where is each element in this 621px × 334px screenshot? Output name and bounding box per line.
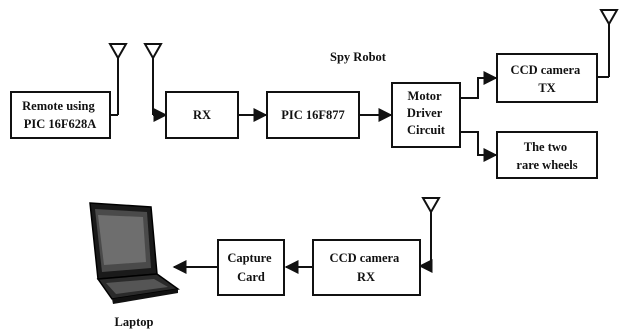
wheels-label-line-1: The two (524, 140, 567, 154)
laptop-label: Laptop (115, 315, 154, 329)
antenna-icon-rx (143, 43, 168, 122)
laptop-icon (89, 202, 180, 304)
svg-text:Remote using PIC 16F628A: Remote using PIC 16F628A (22, 99, 98, 131)
remote-block: Remote using PIC 16F628A (10, 91, 111, 139)
capture-card-block: Capture Card (217, 239, 285, 296)
svg-text:CCD camera TX: CCD camera TX (511, 63, 584, 95)
wheels-label-line-2: rare wheels (516, 158, 577, 172)
svg-text:Capture Card: Capture Card (227, 251, 274, 284)
pic-label: PIC 16F877 (281, 108, 345, 122)
svg-text:The two rare wheels: The two rare wheels (516, 140, 577, 172)
motor-label-line-3: Circuit (407, 123, 446, 137)
camera-rx-label-line-1: CCD camera (330, 251, 401, 265)
antenna-icon-cam-rx (418, 197, 441, 273)
pic-block: PIC 16F877 (266, 91, 360, 139)
motor-label-line-2: Driver (407, 106, 443, 120)
svg-text:Motor Driver Circu: Motor Driver Circuit (407, 89, 446, 137)
camera-tx-label-line-1: CCD camera (511, 63, 582, 77)
remote-label-line-2: PIC 16F628A (24, 117, 97, 131)
capture-label-line-1: Capture (227, 251, 272, 265)
wheels-block: The two rare wheels (496, 131, 598, 179)
rx-label: RX (193, 108, 211, 122)
motor-driver-block: Motor Driver Circuit (391, 82, 461, 148)
capture-label-line-2: Card (237, 270, 265, 284)
camera-tx-block: CCD camera TX (496, 53, 598, 103)
camera-tx-label-line-2: TX (538, 81, 555, 95)
arrow-motor-to-camera-tx (460, 71, 498, 99)
arrow-motor-to-wheels (460, 131, 498, 162)
antenna-icon-cam-tx (597, 9, 619, 78)
rx-block: RX (165, 91, 239, 139)
remote-label-line-1: Remote using (22, 99, 95, 113)
motor-label-line-1: Motor (408, 89, 442, 103)
camera-rx-block: CCD camera RX (312, 239, 421, 296)
camera-rx-label-line-2: RX (357, 270, 375, 284)
antenna-icon-remote (108, 43, 128, 116)
diagram-title: Spy Robot (330, 50, 387, 64)
svg-text:CCD camera RX: CCD camera RX (330, 251, 403, 284)
